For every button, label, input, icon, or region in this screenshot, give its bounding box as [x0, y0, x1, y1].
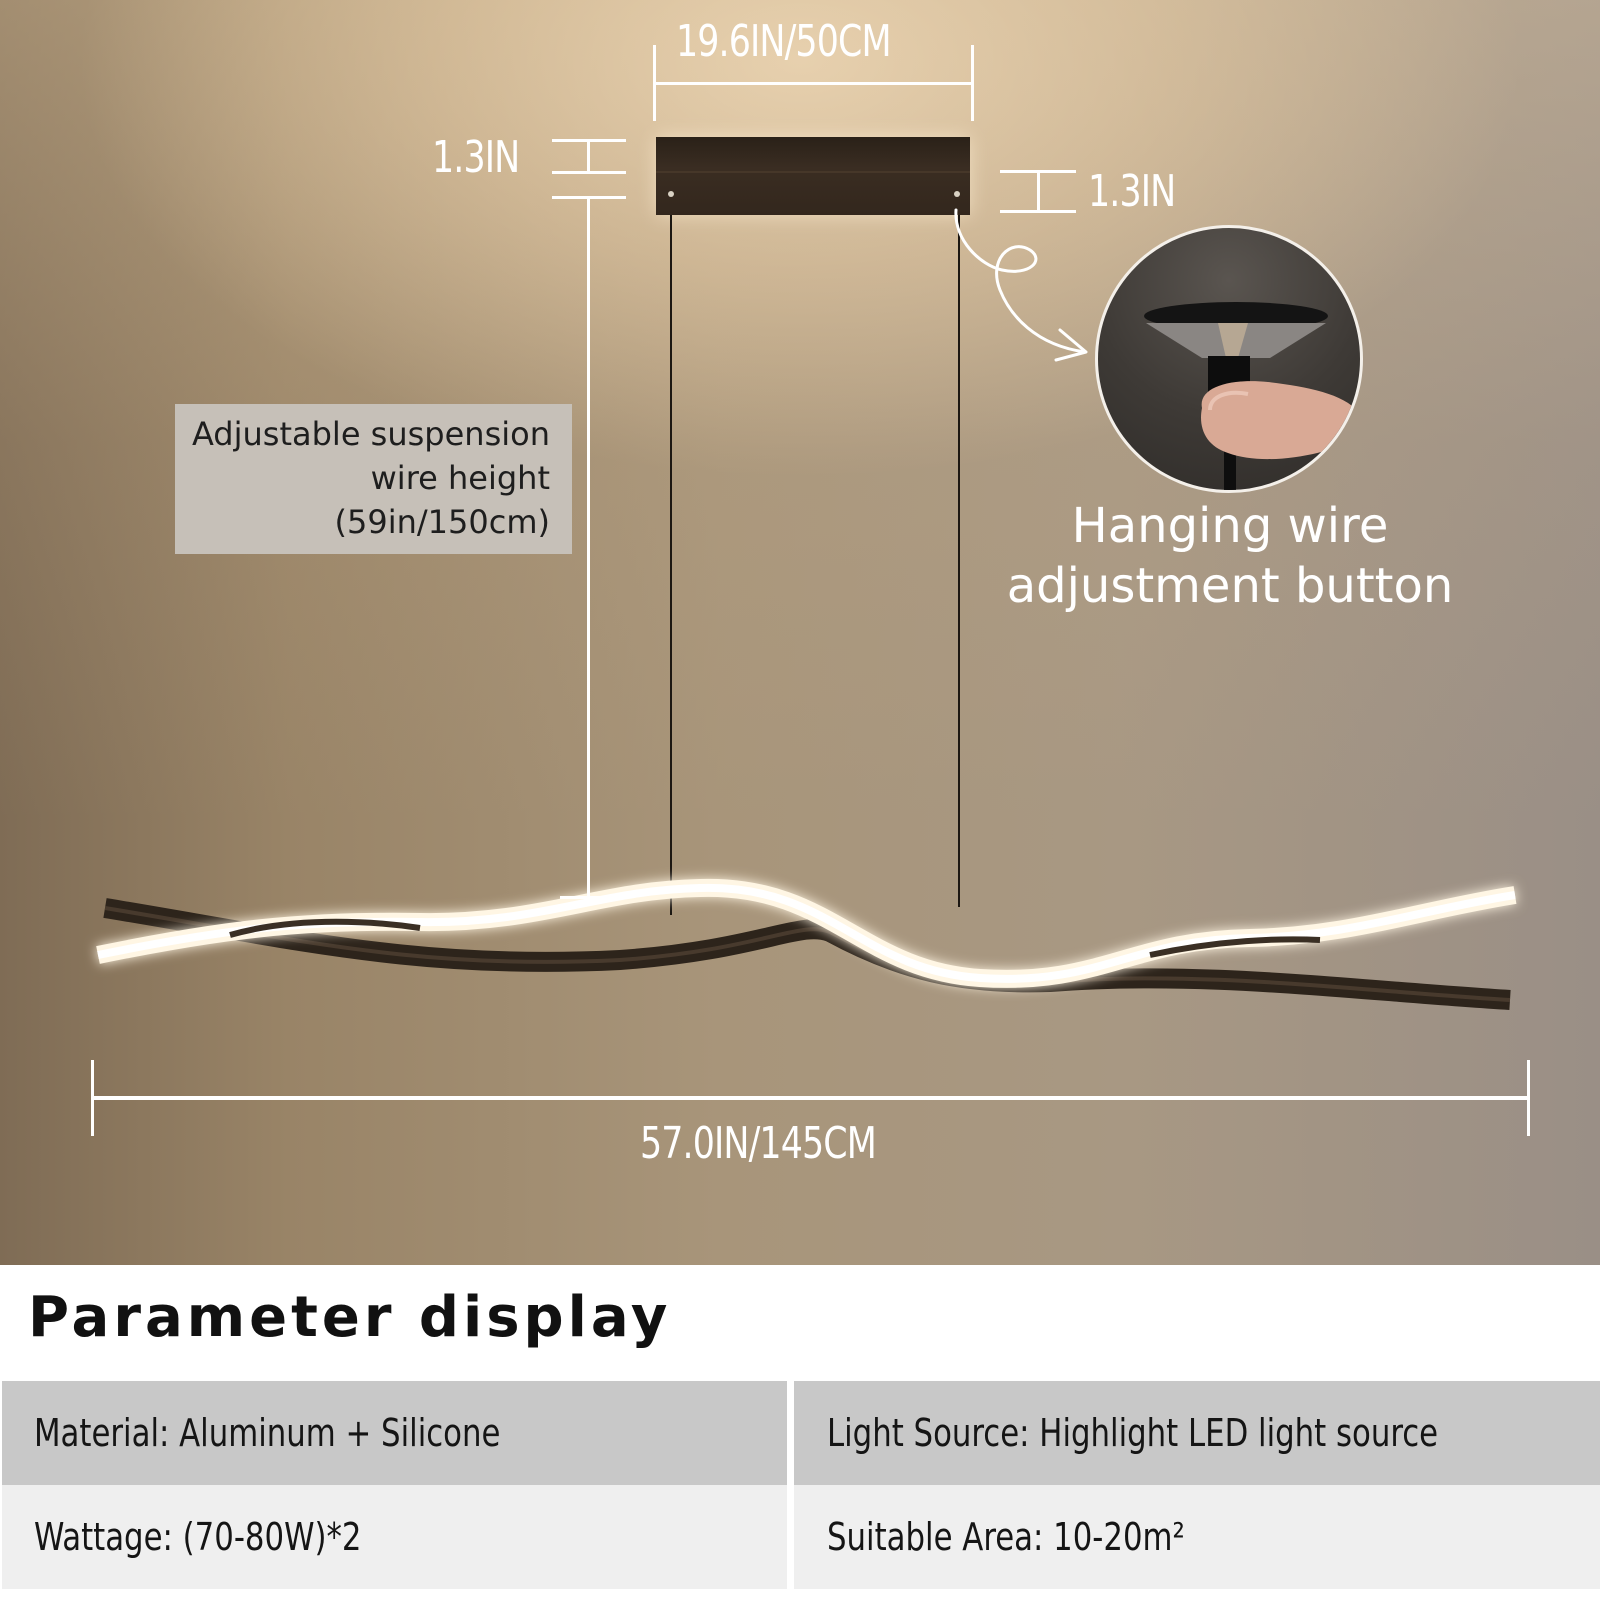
parameter-title: Parameter display [28, 1285, 672, 1350]
note-line-3: (59in/150cm) [334, 503, 550, 541]
caption-line-2: adjustment button [1006, 558, 1454, 614]
note-line-1: Adjustable suspension [191, 415, 550, 453]
twisted-led-fixture [96, 878, 1517, 1010]
adjustment-button-caption: Hanging wire adjustment button [980, 496, 1480, 616]
product-photo: 19.6IN/50CM 1.3IN 1.3IN [0, 0, 1600, 1265]
caption-line-1: Hanging wire [1071, 498, 1389, 554]
canopy-edge [656, 171, 970, 173]
param-suitable-area: Suitable Area: 10-20m² [794, 1485, 1600, 1589]
canopy-width-line [653, 82, 974, 85]
height-bracket-stem [587, 139, 590, 173]
param-material-text: Material: Aluminum + Silicone [34, 1411, 501, 1455]
right-height-bracket-bottom [1000, 210, 1076, 213]
overall-length-line [91, 1096, 1530, 1100]
param-light-source: Light Source: Highlight LED light source [794, 1381, 1600, 1485]
right-height-bracket-stem [1037, 170, 1040, 212]
wire-mount-right [954, 191, 960, 197]
param-wattage: Wattage: (70-80W)*2 [2, 1485, 787, 1589]
param-suitable-area-text: Suitable Area: 10-20m² [827, 1515, 1185, 1559]
canopy-height-left-label: 1.3IN [432, 132, 520, 183]
adjustment-button-icon [1144, 302, 1360, 490]
param-wattage-text: Wattage: (70-80W)*2 [34, 1515, 362, 1559]
canopy-height-right-label: 1.3IN [1088, 166, 1176, 217]
ceiling-canopy [656, 137, 970, 215]
param-material: Material: Aluminum + Silicone [2, 1381, 787, 1485]
canopy-width-label: 19.6IN/50CM [676, 16, 892, 67]
height-bracket-bottom [552, 171, 626, 174]
suspension-height-line [587, 196, 590, 898]
curly-arrow-icon [954, 208, 1088, 362]
suspension-wire-right [958, 215, 960, 907]
wire-mount-left [668, 191, 674, 197]
overall-length-label: 57.0IN/145CM [640, 1118, 877, 1169]
suspension-wire-left [670, 215, 672, 915]
note-line-2: wire height [370, 459, 550, 497]
suspension-note-box: Adjustable suspension wire height (59in/… [175, 404, 572, 554]
suspension-marker-bottom [560, 896, 626, 899]
param-light-source-text: Light Source: Highlight LED light source [827, 1411, 1439, 1455]
parameter-section: Parameter display Material: Aluminum + S… [0, 1265, 1600, 1600]
adjustment-button-closeup [1095, 225, 1363, 493]
